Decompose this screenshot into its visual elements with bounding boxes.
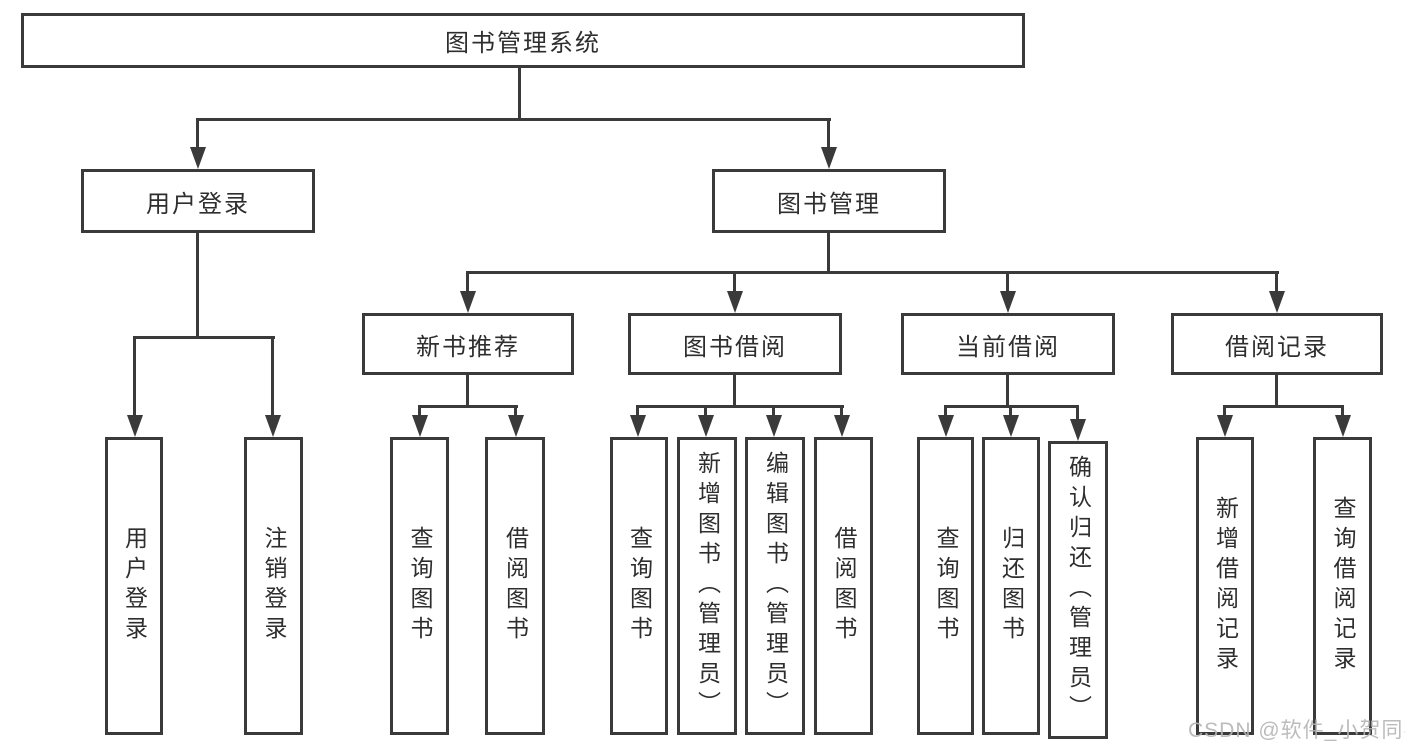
connector-line — [1275, 375, 1278, 407]
connector-line — [1006, 375, 1009, 407]
leaf-cb-confirm-return-label: 确认归还（管理员） — [1065, 455, 1092, 725]
connector-line — [196, 118, 831, 121]
node-current-borrow: 当前借阅 — [901, 313, 1115, 375]
leaf-br-query-record: 查询借阅记录 — [1313, 437, 1372, 735]
arrowhead-icon — [1069, 419, 1086, 441]
leaf-br-query-record-label: 查询借阅记录 — [1330, 496, 1356, 676]
connector-line — [733, 375, 736, 407]
connector-line — [1275, 271, 1278, 295]
arrowhead-icon — [189, 147, 206, 169]
connector-line — [704, 405, 707, 419]
leaf-cb-query-books: 查询图书 — [917, 437, 974, 735]
leaf-cb-query-books-label: 查询图书 — [933, 526, 959, 646]
leaf-bb-add-books-label: 新增图书（管理员） — [694, 451, 721, 721]
leaf-br-add-record: 新增借阅记录 — [1196, 437, 1254, 735]
connector-line — [518, 68, 521, 120]
connector-line — [827, 118, 830, 152]
connector-line — [1009, 405, 1012, 419]
connector-line — [1223, 405, 1226, 419]
connector-line — [1006, 271, 1009, 295]
node-book-borrow: 图书借阅 — [628, 313, 842, 375]
connector-line — [418, 405, 421, 419]
arrowhead-icon — [264, 415, 281, 437]
arrowhead-icon — [459, 291, 476, 313]
leaf-bb-borrow-books-label: 借阅图书 — [831, 526, 857, 646]
arrowhead-icon — [507, 415, 524, 437]
connector-line — [271, 336, 274, 418]
node-new-book-recommend: 新书推荐 — [362, 313, 574, 375]
node-book-management: 图书管理 — [712, 169, 946, 233]
leaf-cb-return-books: 归还图书 — [982, 437, 1040, 735]
connector-line — [636, 405, 639, 419]
connector-line — [944, 405, 947, 419]
connector-line — [772, 405, 775, 419]
leaf-user-login: 用户登录 — [105, 437, 163, 735]
connector-line — [466, 271, 469, 295]
node-root: 图书管理系统 — [21, 13, 1025, 68]
node-borrow-records: 借阅记录 — [1171, 313, 1383, 375]
arrowhead-icon — [820, 147, 837, 169]
node-current-borrow-label: 当前借阅 — [956, 333, 1060, 361]
arrowhead-icon — [726, 291, 743, 313]
arrowhead-icon — [833, 415, 850, 437]
connector-line — [636, 405, 844, 408]
node-user-login-label: 用户登录 — [146, 190, 250, 218]
leaf-cb-confirm-return: 确认归还（管理员） — [1048, 441, 1108, 739]
leaf-logout-label: 注销登录 — [261, 526, 287, 646]
connector-line — [133, 336, 136, 418]
leaf-bb-edit-books: 编辑图书（管理员） — [745, 437, 805, 735]
connector-line — [196, 118, 199, 152]
arrowhead-icon — [1216, 415, 1233, 437]
leaf-cb-return-books-label: 归还图书 — [998, 526, 1025, 646]
connector-line — [466, 375, 469, 407]
leaf-nb-borrow-books-label: 借阅图书 — [502, 526, 529, 646]
leaf-br-add-record-label: 新增借阅记录 — [1212, 496, 1239, 676]
leaf-bb-edit-books-label: 编辑图书（管理员） — [762, 451, 789, 721]
node-borrow-records-label: 借阅记录 — [1225, 333, 1329, 361]
leaf-logout: 注销登录 — [244, 437, 303, 735]
node-book-borrow-label: 图书借阅 — [683, 333, 787, 361]
connector-line — [466, 271, 1279, 274]
node-user-login: 用户登录 — [81, 169, 315, 233]
arrowhead-icon — [126, 415, 143, 437]
connector-line — [196, 233, 199, 338]
arrowhead-icon — [629, 415, 646, 437]
leaf-bb-query-books: 查询图书 — [610, 437, 668, 735]
watermark: CSDN @软件_小贺同学 — [1188, 719, 1405, 742]
connector-line — [133, 336, 275, 339]
leaf-bb-add-books: 新增图书（管理员） — [677, 437, 737, 735]
arrowhead-icon — [697, 415, 714, 437]
arrowhead-icon — [1268, 291, 1285, 313]
leaf-nb-query-books-label: 查询图书 — [407, 526, 433, 646]
connector-line — [1341, 405, 1344, 419]
arrowhead-icon — [765, 415, 782, 437]
connector-line — [840, 405, 843, 419]
connector-line — [514, 405, 517, 419]
arrowhead-icon — [937, 415, 954, 437]
arrowhead-icon — [411, 415, 428, 437]
connector-line — [418, 405, 518, 408]
connector-line — [827, 233, 830, 273]
leaf-nb-query-books: 查询图书 — [390, 437, 449, 735]
arrowhead-icon — [1334, 415, 1351, 437]
leaf-user-login-label: 用户登录 — [121, 526, 148, 646]
leaf-bb-query-books-label: 查询图书 — [626, 526, 653, 646]
connector-line — [1076, 405, 1079, 421]
node-new-book-recommend-label: 新书推荐 — [416, 333, 520, 361]
node-book-management-label: 图书管理 — [777, 190, 881, 218]
connector-line — [733, 271, 736, 295]
arrowhead-icon — [999, 291, 1016, 313]
connector-line — [1223, 405, 1344, 408]
node-root-label: 图书管理系统 — [445, 30, 601, 57]
arrowhead-icon — [1002, 415, 1019, 437]
leaf-nb-borrow-books: 借阅图书 — [485, 437, 545, 735]
leaf-bb-borrow-books: 借阅图书 — [814, 437, 873, 735]
